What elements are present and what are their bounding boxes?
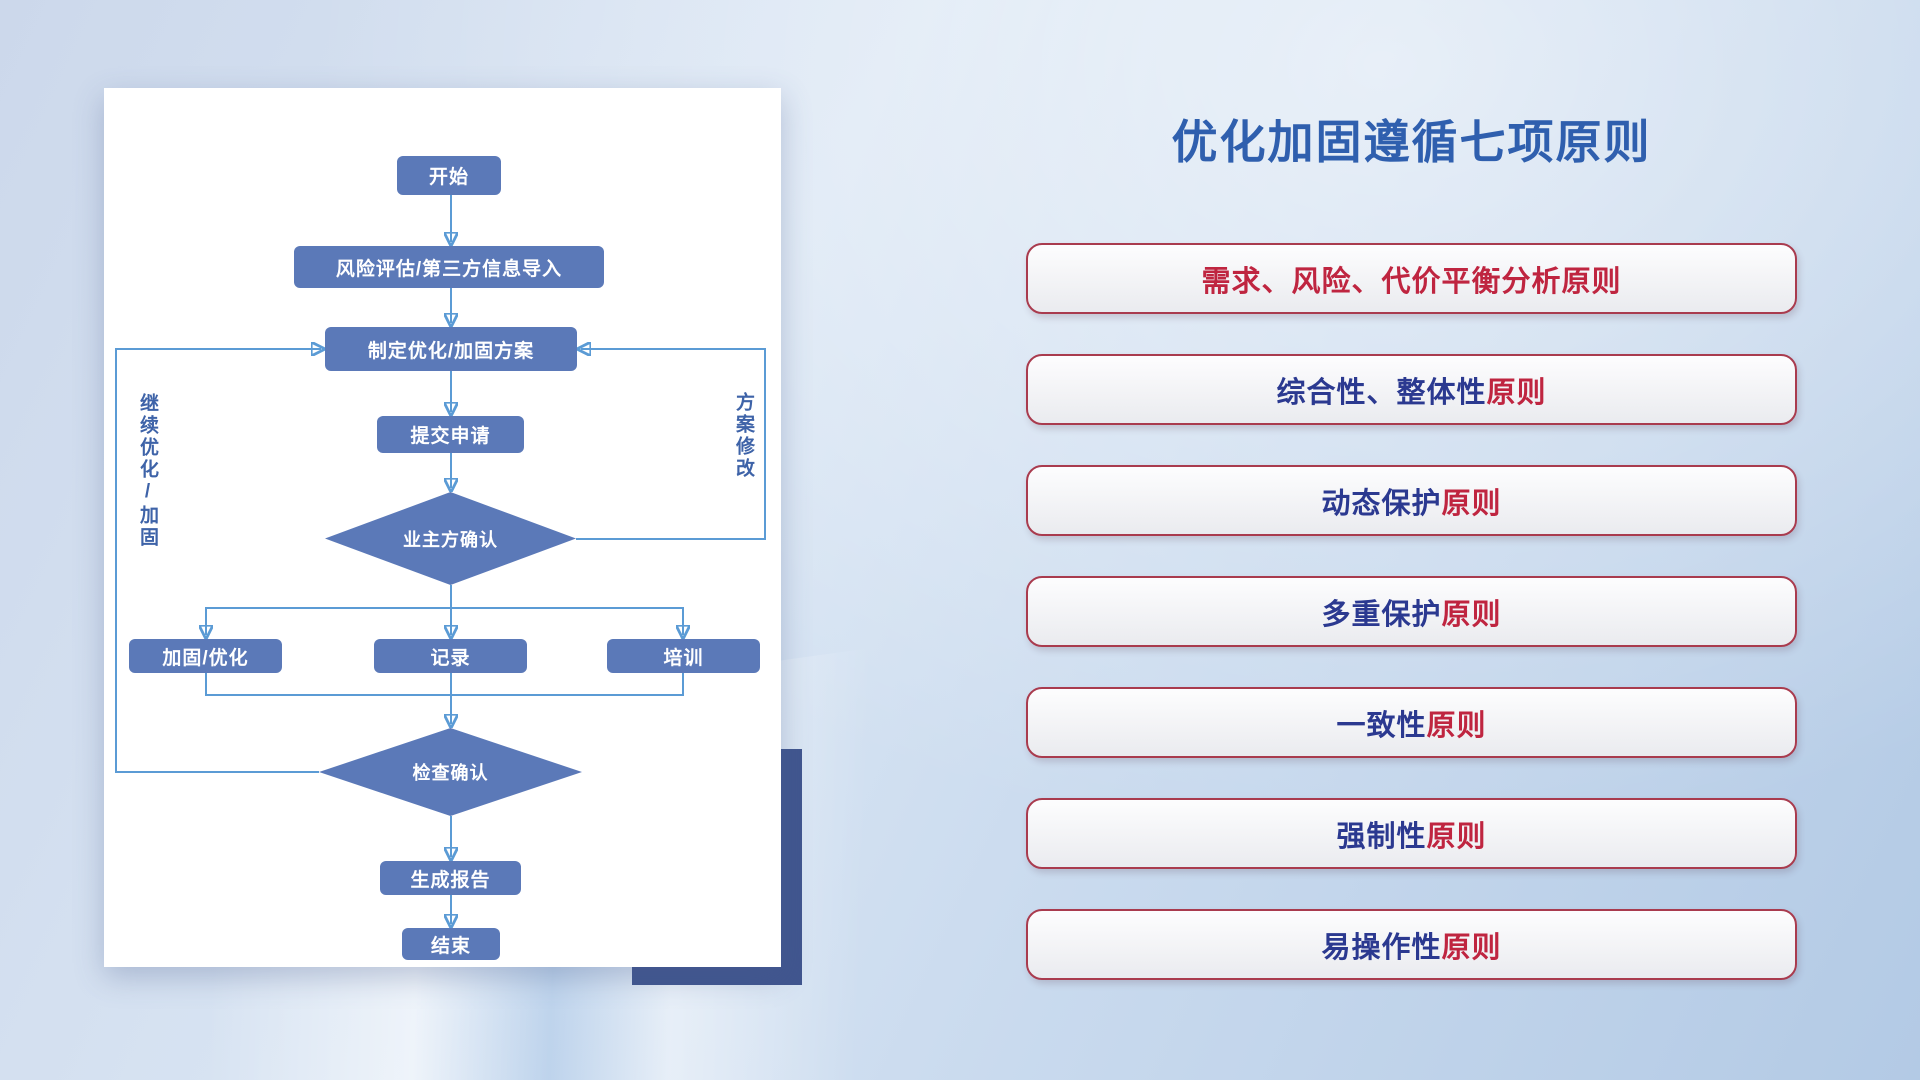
principle-text-segment: 易操作性: [1321, 931, 1442, 964]
principle-item: 易操作性原则: [1026, 909, 1797, 980]
principle-text-segment: 原则: [1426, 709, 1487, 742]
flow-node-submit: 提交申请: [377, 416, 524, 453]
principle-item: 多重保护原则: [1026, 576, 1797, 647]
flow-node-start: 开始: [397, 156, 501, 195]
principle-text-segment: 综合性、整体性: [1276, 376, 1487, 409]
principle-text-segment: 需求、风险、代价平衡分析原则: [1201, 265, 1622, 298]
flow-node-training: 培训: [607, 639, 760, 673]
flow-node-gen-report: 生成报告: [380, 861, 521, 895]
flow-node-end: 结束: [402, 928, 500, 960]
page-title: 优化加固遵循七项原则: [1171, 116, 1652, 168]
principle-text-segment: 原则: [1426, 820, 1487, 853]
principles-list: 需求、风险、代价平衡分析原则综合性、整体性原则动态保护原则多重保护原则一致性原则…: [1026, 243, 1797, 1020]
principle-item: 动态保护原则: [1026, 465, 1797, 536]
principle-item: 综合性、整体性原则: [1026, 354, 1797, 425]
principle-text-segment: 原则: [1486, 376, 1547, 409]
flow-node-harden-optimize: 加固/优化: [129, 639, 282, 673]
flow-connector-lines: [115, 195, 766, 967]
principle-item: 强制性原则: [1026, 798, 1797, 869]
flow-label-plan-revise: 方案修改: [733, 392, 754, 480]
principle-text-segment: 原则: [1441, 487, 1502, 520]
principle-item: 一致性原则: [1026, 687, 1797, 758]
flow-node-risk-import: 风险评估/第三方信息导入: [294, 246, 604, 288]
flow-node-make-plan: 制定优化/加固方案: [325, 327, 577, 371]
principle-text-segment: 动态保护: [1321, 487, 1442, 520]
principle-text-segment: 一致性: [1336, 709, 1427, 742]
principle-text-segment: 原则: [1441, 931, 1502, 964]
flowchart-card: 开始 风险评估/第三方信息导入 制定优化/加固方案 提交申请 业主方确认 加固/…: [104, 88, 781, 967]
flow-node-record: 记录: [374, 639, 527, 673]
flow-label-continue-optimize: 继续优化/加固: [137, 393, 158, 549]
principle-item: 需求、风险、代价平衡分析原则: [1026, 243, 1797, 314]
principle-text-segment: 多重保护: [1321, 598, 1442, 631]
principle-text-segment: 强制性: [1336, 820, 1427, 853]
principle-text-segment: 原则: [1441, 598, 1502, 631]
